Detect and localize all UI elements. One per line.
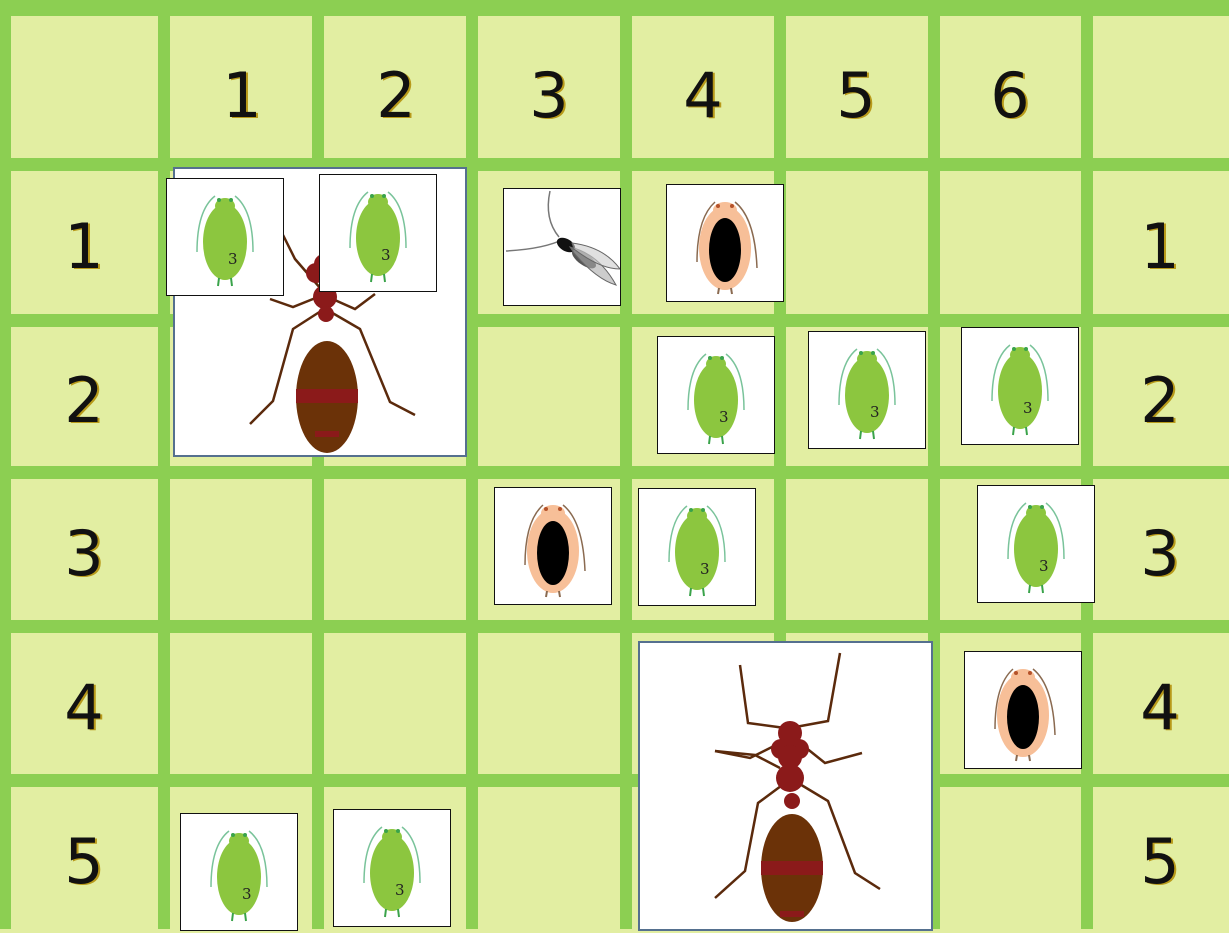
aphid-number: 3 [1039, 557, 1049, 575]
grid-line [0, 0, 1229, 16]
grid-line [1081, 0, 1093, 929]
green-aphid-icon: 3 [328, 178, 428, 288]
green-aphid-icon: 3 [817, 335, 917, 445]
aphid-number: 3 [700, 560, 710, 578]
wasp-piece[interactable] [503, 188, 621, 306]
aphid-number: 3 [228, 250, 238, 268]
green-aphid-icon: 3 [342, 813, 442, 923]
mummy-aphid-icon [973, 655, 1073, 765]
aphid-number: 3 [381, 246, 391, 264]
row-label-left-4: 4 [34, 657, 134, 757]
aphid-piece[interactable]: 3 [180, 813, 298, 931]
aphid-number: 3 [1023, 399, 1033, 417]
mummy-aphid-piece[interactable] [666, 184, 784, 302]
mummy-aphid-icon [503, 491, 603, 601]
ant-piece[interactable] [638, 641, 933, 931]
row-label-right-4: 4 [1110, 657, 1210, 757]
green-aphid-icon: 3 [647, 492, 747, 602]
green-aphid-icon: 3 [970, 331, 1070, 441]
aphid-piece[interactable]: 3 [638, 488, 756, 606]
row-label-right-1: 1 [1110, 196, 1210, 296]
grid-line [620, 0, 632, 929]
grid-line [312, 0, 324, 929]
aphid-piece[interactable]: 3 [961, 327, 1079, 445]
row-label-right-3: 3 [1110, 503, 1210, 603]
grid-line [0, 620, 1229, 633]
green-aphid-icon: 3 [986, 489, 1086, 599]
aphid-piece[interactable]: 3 [808, 331, 926, 449]
green-aphid-icon: 3 [666, 340, 766, 450]
row-label-left-1: 1 [34, 196, 134, 296]
grid-line [0, 0, 11, 929]
red-ant-icon [640, 643, 931, 933]
row-label-right-2: 2 [1110, 350, 1210, 450]
aphid-number: 3 [719, 408, 729, 426]
aphid-piece[interactable]: 3 [319, 174, 437, 292]
grid-line [466, 0, 478, 929]
green-aphid-icon: 3 [189, 817, 289, 927]
grid-line [0, 774, 1229, 787]
green-aphid-icon: 3 [175, 182, 275, 292]
row-label-left-5: 5 [34, 811, 134, 911]
row-label-left-2: 2 [34, 350, 134, 450]
mummy-aphid-icon [675, 188, 775, 298]
row-label-right-5: 5 [1110, 811, 1210, 911]
column-label-1: 1 [192, 45, 292, 145]
aphid-number: 3 [870, 403, 880, 421]
grid-line [158, 0, 170, 929]
column-label-6: 6 [960, 45, 1060, 145]
row-label-left-3: 3 [34, 503, 134, 603]
column-label-3: 3 [499, 45, 599, 145]
aphid-piece[interactable]: 3 [977, 485, 1095, 603]
column-label-5: 5 [806, 45, 906, 145]
aphid-number: 3 [395, 881, 405, 899]
aphid-piece[interactable]: 3 [333, 809, 451, 927]
column-label-2: 2 [346, 45, 446, 145]
aphid-piece[interactable]: 3 [166, 178, 284, 296]
grid-line [0, 466, 1229, 479]
mummy-aphid-piece[interactable] [964, 651, 1082, 769]
parasitic-wasp-icon [504, 189, 620, 305]
mummy-aphid-piece[interactable] [494, 487, 612, 605]
aphid-piece[interactable]: 3 [657, 336, 775, 454]
column-label-4: 4 [653, 45, 753, 145]
aphid-number: 3 [242, 885, 252, 903]
